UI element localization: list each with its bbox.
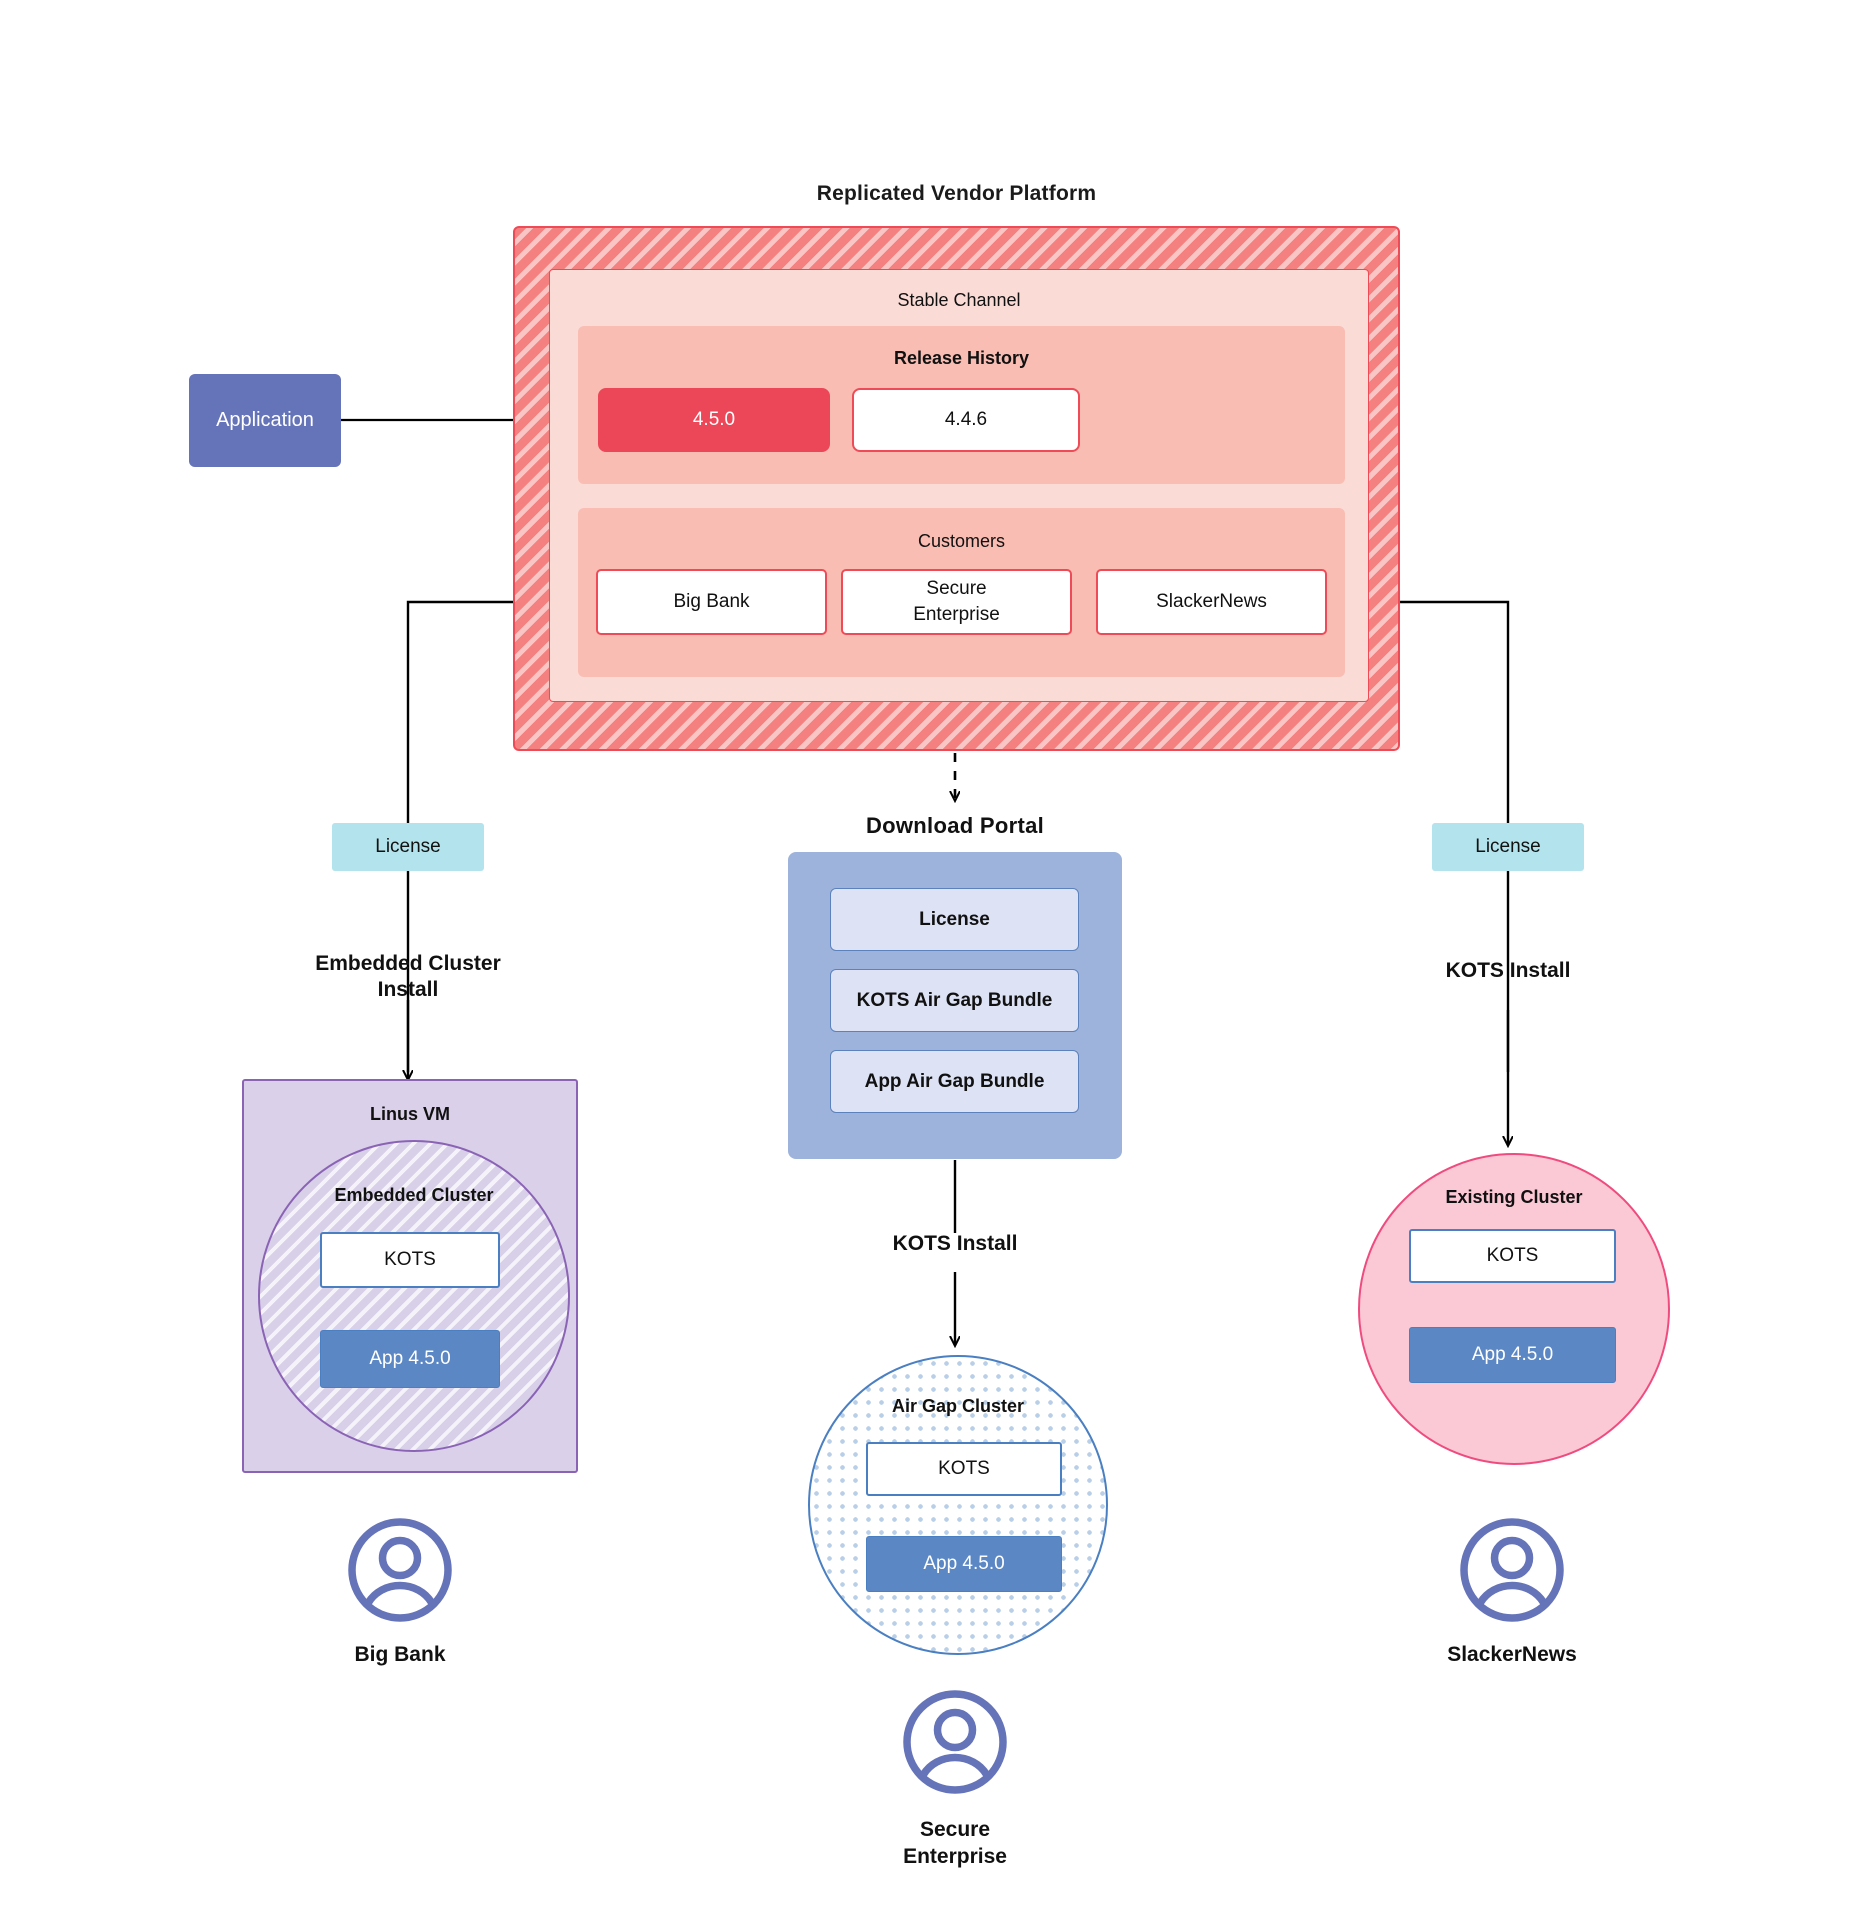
stable-channel-label: Stable Channel — [897, 289, 1021, 310]
download-portal-title: Download Portal — [865, 813, 1045, 838]
app-version-box-right[interactable]: App 4.5.0 — [1409, 1327, 1616, 1383]
release-version-current[interactable]: 4.5.0 — [598, 388, 830, 452]
embedded-cluster-label: Embedded Cluster — [334, 1184, 494, 1205]
customer-chip-big-bank[interactable]: Big Bank — [596, 569, 827, 635]
air-gap-cluster-label: Air Gap Cluster — [891, 1395, 1025, 1416]
persona-name-slackernews: SlackerNews — [1447, 1643, 1577, 1667]
step-label-embedded-cluster-install: Embedded Cluster Install — [315, 951, 501, 1001]
embedded-cluster-circle — [258, 1140, 570, 1452]
air-gap-cluster-circle — [808, 1355, 1108, 1655]
persona-avatar-slackernews — [1460, 1518, 1564, 1622]
kots-box-right[interactable]: KOTS — [1409, 1229, 1616, 1283]
linus-vm-label: Linus VM — [370, 1103, 450, 1124]
customer-chip-slackernews[interactable]: SlackerNews — [1096, 569, 1327, 635]
user-avatar-icon — [903, 1690, 1007, 1794]
persona-avatar-big-bank — [348, 1518, 452, 1622]
customers-label: Customers — [917, 530, 1006, 551]
license-chip-left[interactable]: License — [332, 823, 484, 871]
step-label-kots-install-center: KOTS Install — [892, 1231, 1018, 1255]
release-history-label: Release History — [893, 347, 1030, 368]
existing-cluster-label: Existing Cluster — [1445, 1186, 1583, 1207]
persona-name-secure-enterprise: Secure Enterprise — [903, 1817, 1007, 1868]
app-version-box-center[interactable]: App 4.5.0 — [866, 1536, 1062, 1592]
kots-box-left[interactable]: KOTS — [320, 1232, 500, 1288]
portal-item-kots-air-gap-bundle[interactable]: KOTS Air Gap Bundle — [830, 969, 1079, 1032]
application-box[interactable]: Application — [189, 374, 341, 467]
kots-box-center[interactable]: KOTS — [866, 1442, 1062, 1496]
step-label-kots-install-right: KOTS Install — [1445, 958, 1571, 982]
user-avatar-icon — [1460, 1518, 1564, 1622]
existing-cluster-circle — [1358, 1153, 1670, 1465]
portal-item-license[interactable]: License — [830, 888, 1079, 951]
app-version-box-left[interactable]: App 4.5.0 — [320, 1330, 500, 1388]
page-title: Replicated Vendor Platform — [816, 182, 1097, 205]
portal-item-app-air-gap-bundle[interactable]: App Air Gap Bundle — [830, 1050, 1079, 1113]
customer-chip-secure-enterprise[interactable]: Secure Enterprise — [841, 569, 1072, 635]
persona-avatar-secure-enterprise — [903, 1690, 1007, 1794]
user-avatar-icon — [348, 1518, 452, 1622]
release-version-previous[interactable]: 4.4.6 — [852, 388, 1080, 452]
license-chip-right[interactable]: License — [1432, 823, 1584, 871]
persona-name-big-bank: Big Bank — [354, 1643, 446, 1667]
